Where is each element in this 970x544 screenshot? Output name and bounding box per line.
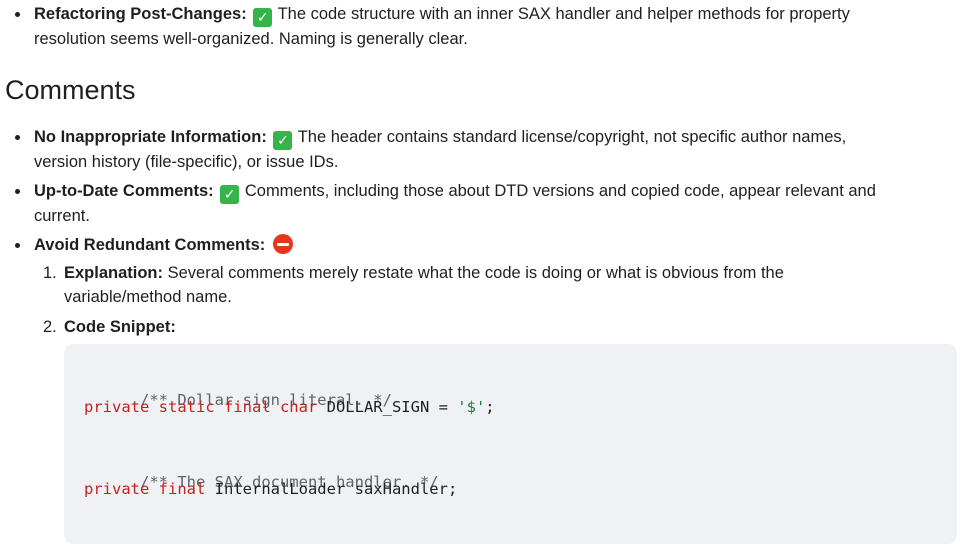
top-bullet-list: Refactoring Post-Changes: ✓ The code str…: [0, 2, 960, 51]
code-line-4: private final InternalLoader saxHandler;: [84, 479, 457, 499]
item-text-line2: current.: [34, 207, 90, 225]
code-text: DOLLAR_SIGN =: [317, 398, 458, 416]
item-label: Avoid Redundant Comments:: [34, 236, 266, 254]
code-string: '$': [457, 398, 486, 416]
item-text-line2: variable/method name.: [64, 288, 232, 306]
stop-sign-icon: [272, 234, 293, 254]
code-keyword: private static final char: [84, 398, 318, 416]
list-item-up-to-date-comments: Up-to-Date Comments: ✓ Comments, includi…: [0, 179, 960, 228]
item-text-line1: Several comments merely restate what the…: [163, 264, 784, 282]
comments-heading: Comments: [5, 75, 136, 105]
list-number: 2.: [43, 318, 57, 336]
item-text-line1: The code structure with an inner SAX han…: [273, 5, 850, 23]
code-keyword: private final: [84, 480, 206, 498]
comments-bullet-list: No Inappropriate Information: ✓ The head…: [0, 125, 960, 174]
code-text: ;: [485, 398, 495, 416]
list-item-refactoring: Refactoring Post-Changes: ✓ The code str…: [0, 2, 960, 51]
code-line-2: private static final char DOLLAR_SIGN = …: [84, 397, 495, 417]
comments-bullet-list-2: Up-to-Date Comments: ✓ Comments, includi…: [0, 179, 960, 228]
list-item-avoid-redundant-comments: Avoid Redundant Comments:: [0, 233, 960, 257]
item-text-line1: Comments, including those about DTD vers…: [240, 182, 876, 200]
sub-item-code-snippet: 2. Code Snippet:: [0, 315, 960, 339]
item-text-line2: resolution seems well-organized. Naming …: [34, 30, 468, 48]
code-snippet-block: /** Dollar sign literal. */ private stat…: [64, 344, 957, 544]
item-text-line2: version history (file-specific), or issu…: [34, 153, 339, 171]
code-line-3: /** The SAX document handler. */: [84, 452, 439, 512]
list-item-no-inappropriate-information: No Inappropriate Information: ✓ The head…: [0, 125, 960, 174]
code-text: InternalLoader saxHandler;: [205, 480, 458, 498]
item-label: Explanation:: [64, 264, 164, 282]
item-text-line1: The header contains standard license/cop…: [293, 128, 847, 146]
list-number: 1.: [43, 264, 57, 282]
item-label: Refactoring Post-Changes:: [34, 5, 247, 23]
check-mark-icon: ✓: [273, 131, 293, 150]
code-line-1: /** Dollar sign literal. */: [84, 370, 392, 430]
redundant-comments-sub-list-2: 2. Code Snippet:: [0, 315, 960, 339]
sub-item-explanation: 1. Explanation: Several comments merely …: [0, 261, 960, 309]
code-comment: /** The SAX document handler. */: [140, 473, 439, 491]
check-mark-icon: ✓: [253, 8, 273, 27]
item-label: No Inappropriate Information:: [34, 128, 267, 146]
check-mark-icon: ✓: [220, 185, 240, 204]
item-label: Code Snippet:: [64, 318, 176, 336]
item-label: Up-to-Date Comments:: [34, 182, 214, 200]
code-comment: /** Dollar sign literal. */: [140, 391, 392, 409]
redundant-comments-sub-list: 1. Explanation: Several comments merely …: [0, 261, 960, 309]
comments-bullet-list-3: Avoid Redundant Comments:: [0, 233, 960, 257]
